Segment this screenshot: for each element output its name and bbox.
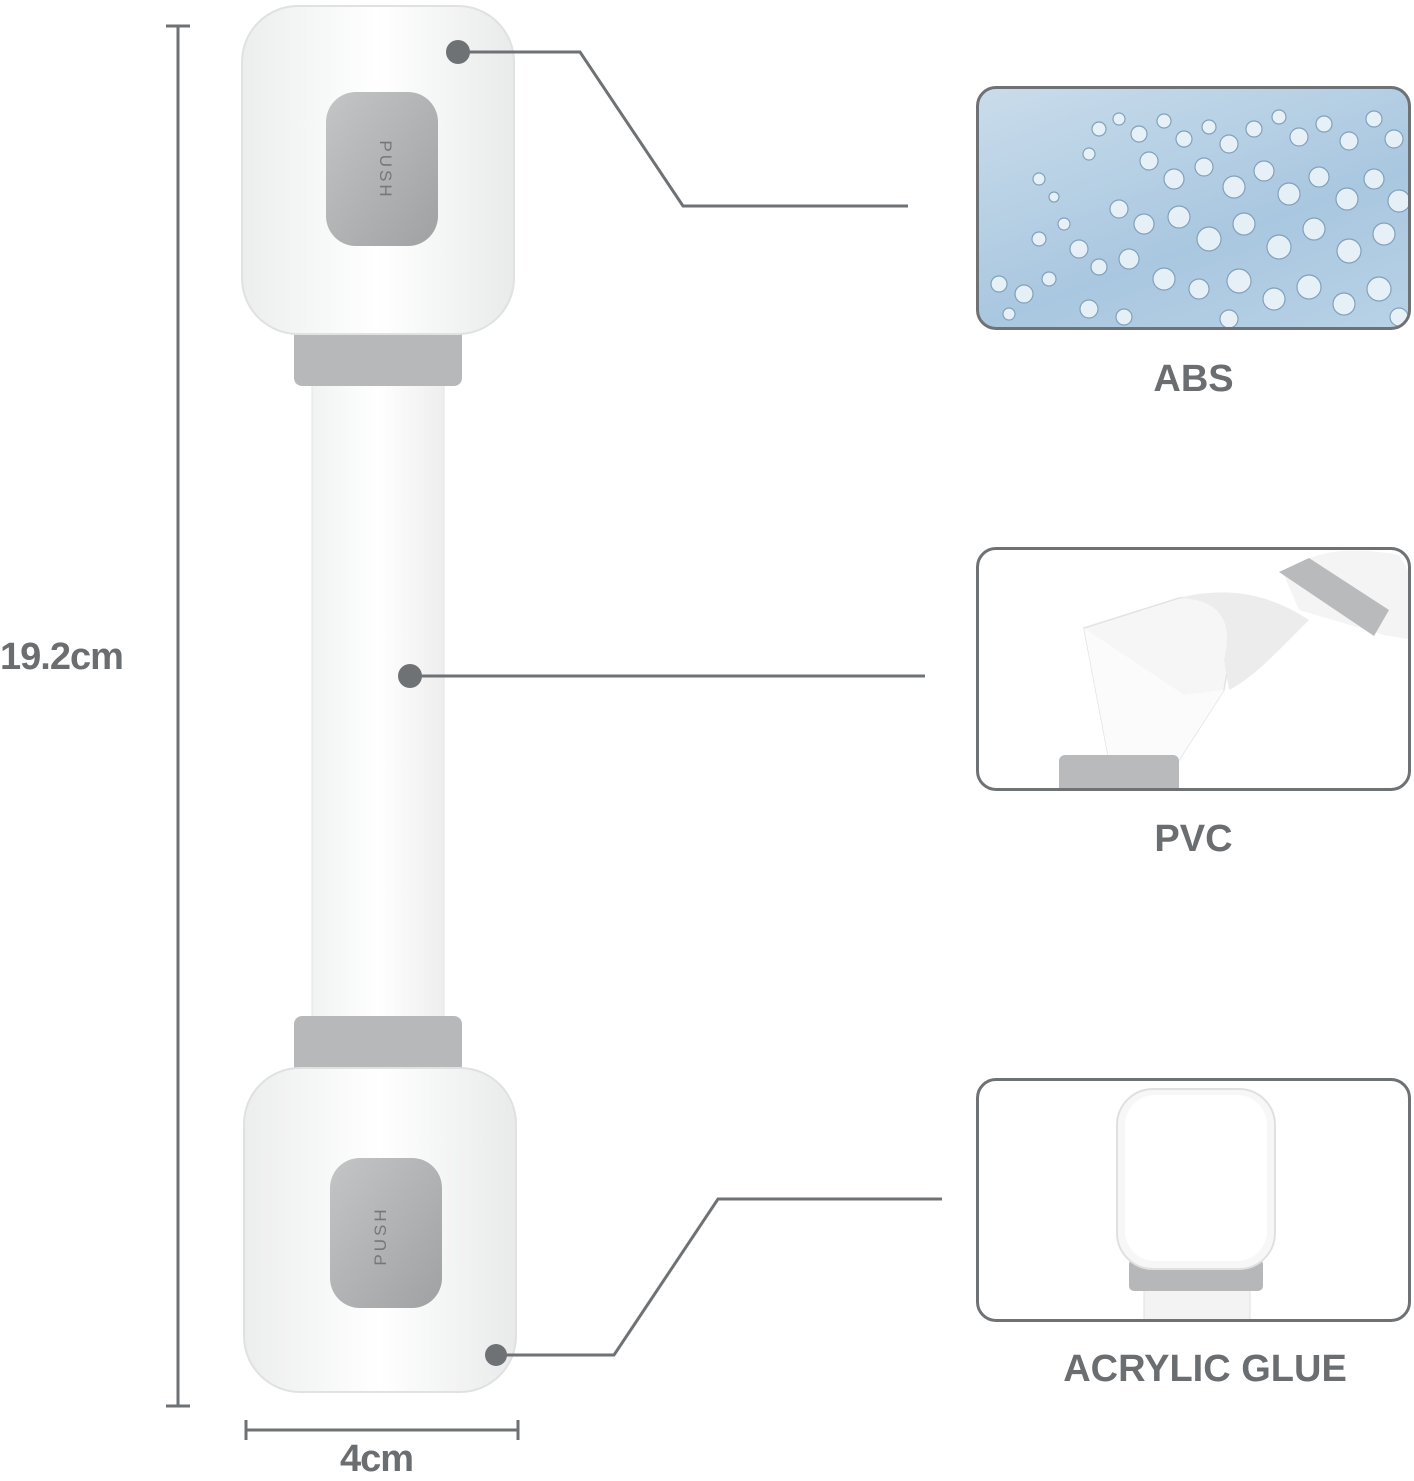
bottom-collar (294, 1016, 462, 1082)
abs-granules-image (990, 109, 1408, 327)
product-illustration: PUSH PUSH (241, 5, 517, 1393)
strap (311, 379, 445, 1031)
acrylic-glue-label: ACRYLIC GLUE (1063, 1348, 1347, 1390)
abs-label: ABS (1153, 358, 1234, 400)
width-dimension-line (244, 1420, 520, 1440)
height-label: 19.2cm (0, 636, 124, 678)
abs-image-panel (976, 86, 1411, 330)
pvc-strap-image (1059, 550, 1408, 788)
top-push-text: PUSH (376, 140, 395, 199)
height-dimension-line (166, 24, 190, 1408)
bottom-push-text: PUSH (371, 1206, 390, 1265)
bottom-push-button (330, 1158, 442, 1308)
width-label: 4cm (340, 1438, 414, 1480)
top-push-button (326, 92, 438, 246)
pvc-label: PVC (1154, 818, 1233, 860)
acrylic-glue-image-panel (976, 1078, 1411, 1322)
pvc-image-panel (976, 547, 1411, 791)
lock-base-image (1116, 1088, 1276, 1319)
top-collar (294, 322, 462, 386)
